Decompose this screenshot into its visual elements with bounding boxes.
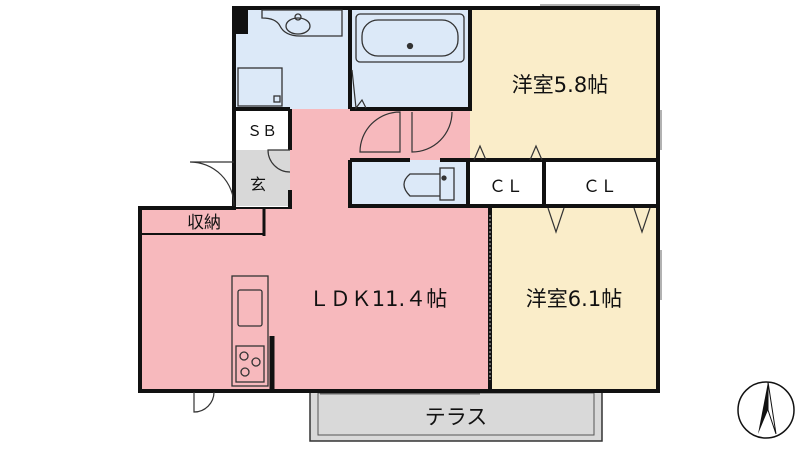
shoe-box-fill — [234, 112, 290, 150]
terrace-fill — [309, 390, 603, 442]
western-room-north-label: 洋室5.8帖 — [512, 73, 608, 97]
walls — [138, 6, 660, 393]
toilet-icon — [403, 167, 455, 201]
north-arrow-icon — [737, 381, 795, 439]
kitchen-counter-icon — [231, 275, 269, 387]
western-room-north-fill — [470, 8, 658, 160]
storage-fill — [142, 208, 264, 234]
closet-1-fill — [470, 160, 542, 206]
hallway-fill-2 — [290, 160, 352, 210]
toilet-fill — [352, 160, 468, 206]
storage-label: 収納 — [187, 213, 221, 233]
pipe-shaft — [234, 8, 248, 34]
western-room-south-label: 洋室6.1帖 — [526, 287, 622, 311]
entrance-label: 玄 — [250, 175, 266, 194]
closet-1-label: ＣＬ — [489, 177, 523, 197]
bathroom-fill — [350, 8, 470, 109]
laundry-pan-icon — [237, 67, 283, 107]
washbasin-icon — [261, 9, 343, 37]
washroom-fill — [234, 8, 350, 109]
doors — [189, 111, 651, 413]
terrace-label: テラス — [425, 405, 488, 429]
shoe-box-label: ＳＢ — [247, 122, 277, 140]
stove-icon — [235, 345, 265, 383]
bathtub-icon — [355, 13, 465, 63]
bath-door-icon — [351, 69, 367, 110]
ldk-fill — [140, 208, 490, 391]
western-room-south-fill — [490, 206, 658, 391]
entrance-fill — [234, 150, 290, 206]
closet-2-fill — [544, 160, 658, 206]
closet-2-label: ＣＬ — [583, 177, 617, 197]
windows — [320, 4, 662, 395]
ldk-label: ＬＤＫ11.４帖 — [309, 287, 447, 311]
